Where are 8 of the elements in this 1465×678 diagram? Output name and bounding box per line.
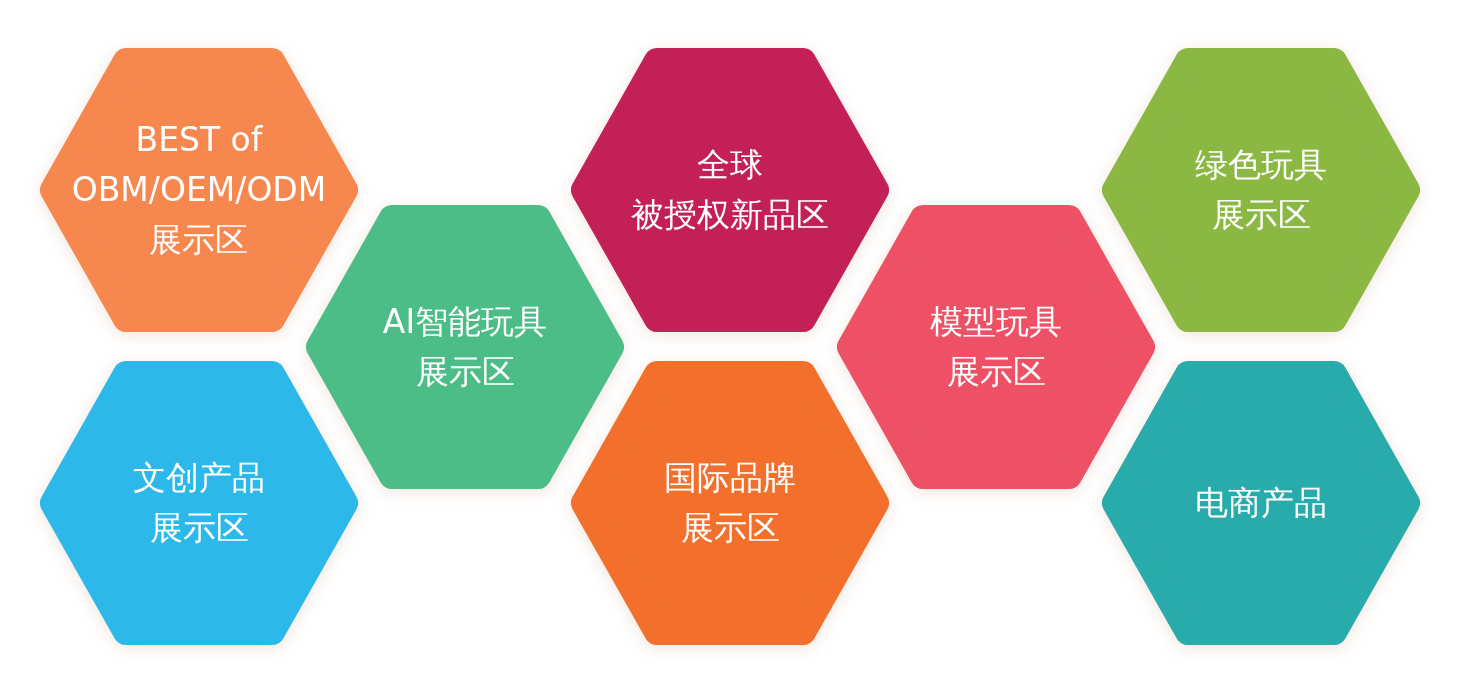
zone-label: 全球被授权新品区 [631, 144, 829, 236]
zone-label: 绿色玩具展示区 [1195, 144, 1327, 236]
zone-label: 文创产品展示区 [133, 457, 265, 549]
zone-label: AI智能玩具展示区 [382, 301, 548, 393]
zone-label: 电商产品 [1195, 482, 1327, 524]
zone-label: 国际品牌展示区 [664, 457, 796, 549]
zone-label: BEST of OBM/OEM/ODM 展示区 [71, 119, 327, 261]
zone-label: 模型玩具展示区 [930, 301, 1062, 393]
